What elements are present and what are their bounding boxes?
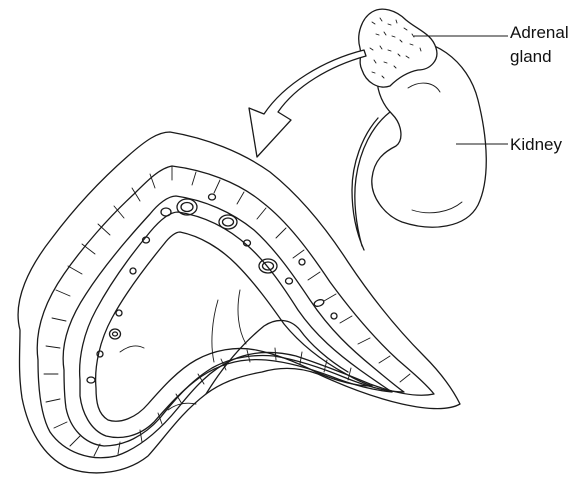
arrow-icon [249,50,366,157]
enlargement-arrow [249,50,366,157]
kidney-label: Kidney [510,135,562,154]
adrenal-label-line1: Adrenal [510,23,569,42]
adrenal-label-line2: gland [510,47,552,66]
